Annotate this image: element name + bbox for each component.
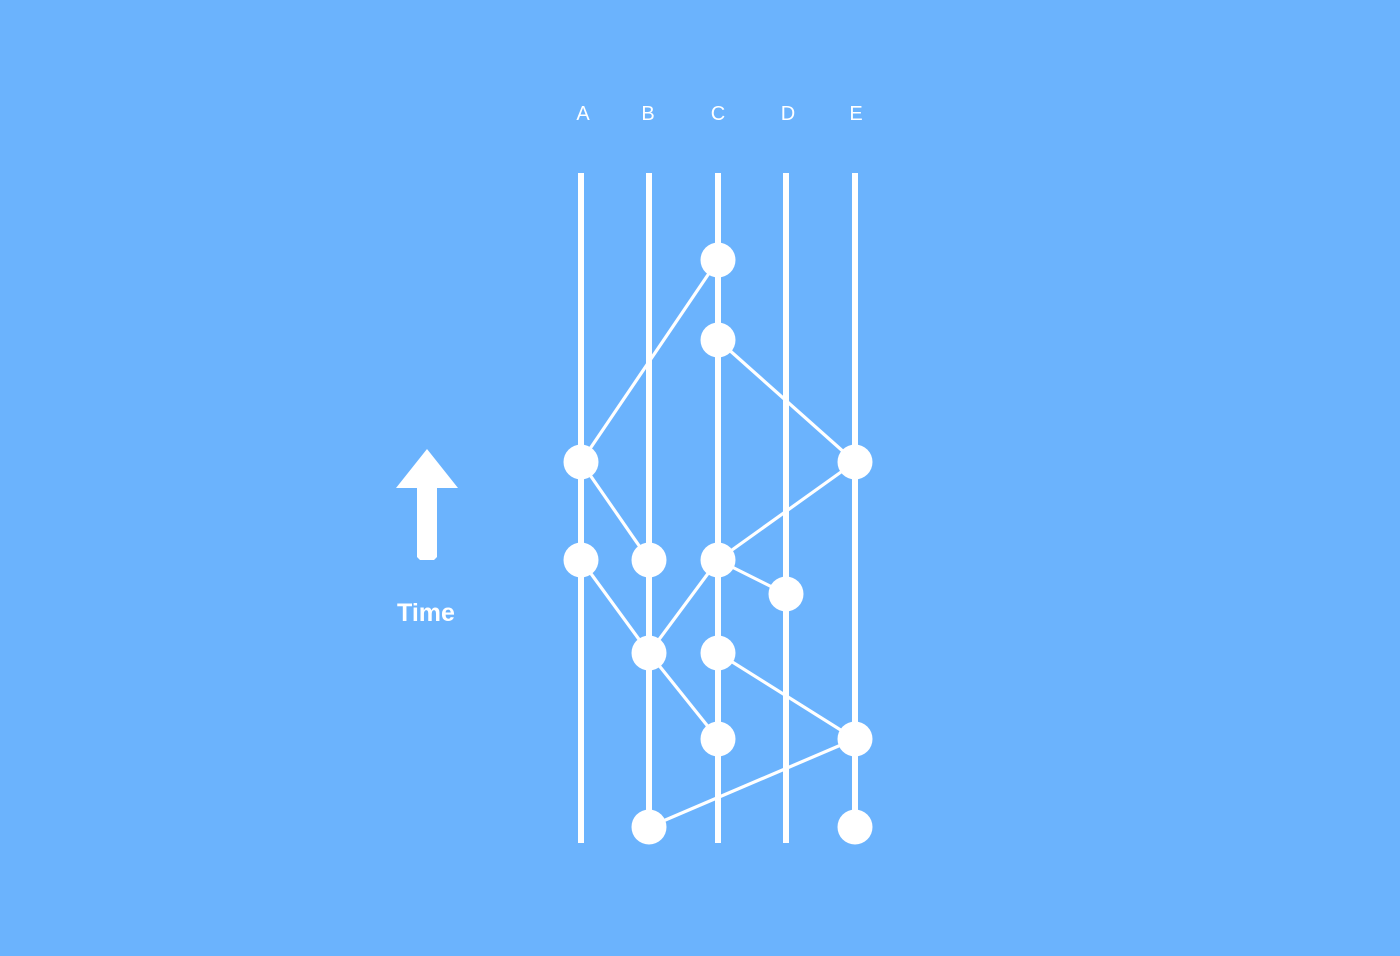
event-node-c — [700, 322, 736, 358]
event-node-a — [563, 444, 599, 480]
event-node-b — [631, 809, 667, 845]
gossip-link — [647, 651, 720, 741]
time-label: Time — [397, 599, 455, 627]
gossip-link — [579, 559, 651, 654]
member-label-d: D — [781, 103, 795, 125]
up-arrow-icon — [396, 449, 458, 560]
member-timelines — [578, 173, 858, 843]
event-node-c — [700, 635, 736, 671]
member-label-c: C — [711, 103, 725, 125]
event-node-b — [631, 635, 667, 671]
gossip-link — [579, 461, 651, 561]
event-node-e — [837, 809, 873, 845]
event-node-c — [700, 542, 736, 578]
event-node-b — [631, 542, 667, 578]
gossip-link — [717, 651, 856, 741]
gossip-link — [648, 737, 856, 829]
gossip-link — [717, 460, 856, 562]
time-arrow: Time — [396, 449, 458, 627]
event-node-e — [837, 721, 873, 757]
event-nodes — [563, 242, 873, 845]
event-node-a — [563, 542, 599, 578]
gossip-link — [647, 559, 720, 654]
gossip-link — [716, 338, 857, 464]
member-label-e: E — [849, 103, 862, 125]
event-node-d — [768, 576, 804, 612]
member-labels: A B C D E — [576, 103, 862, 125]
gossip-link — [579, 259, 720, 463]
event-node-c — [700, 721, 736, 757]
member-label-a: A — [576, 103, 590, 125]
member-label-b: B — [641, 103, 654, 125]
event-node-e — [837, 444, 873, 480]
event-node-c — [700, 242, 736, 278]
